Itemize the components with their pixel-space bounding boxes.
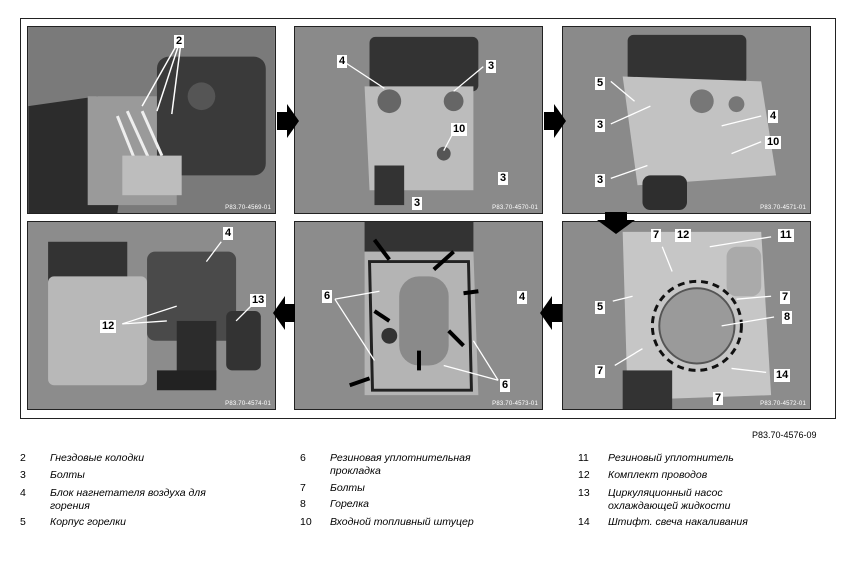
figure-frame	[20, 18, 836, 419]
callout-12: 12	[100, 320, 117, 333]
photo-panel-3: 5 3 4 10 3 P83.70-4571-01	[562, 26, 811, 214]
panel-code: P83.70-4571-01	[760, 205, 806, 211]
callout-10: 10	[451, 123, 468, 136]
callout-13: 13	[250, 294, 267, 307]
connector-photo	[28, 27, 275, 213]
callout-3-right: 3	[498, 172, 509, 185]
callout-6-right: 6	[500, 379, 511, 392]
callout-4: 4	[223, 227, 234, 240]
callout-5: 5	[595, 301, 606, 314]
callout-2: 2	[174, 35, 185, 48]
figure-reference: P83.70-4576-09	[752, 430, 817, 440]
callout-7-top: 7	[651, 229, 662, 242]
callout-7-right: 7	[780, 291, 791, 304]
photo-panel-2: 4 3 10 3 3 P83.70-4570-01	[294, 26, 543, 214]
arrow-right-icon	[544, 104, 566, 138]
callout-7-bottom: 7	[713, 392, 724, 405]
callout-11: 11	[778, 229, 794, 242]
callout-3-bottom: 3	[412, 197, 423, 210]
panel-code: P83.70-4573-01	[492, 401, 538, 407]
callout-6-left: 6	[322, 290, 333, 303]
arrow-left-icon	[273, 296, 295, 330]
panel-code: P83.70-4574-01	[225, 401, 271, 407]
photo-panel-5: 6 4 6 P83.70-4573-01	[294, 221, 543, 410]
arrow-left-icon	[540, 296, 562, 330]
photo-panel-4: 4 13 12 P83.70-4574-01	[27, 221, 276, 410]
callout-12: 12	[675, 229, 692, 242]
callout-3-top: 3	[486, 60, 497, 73]
blower-photo	[295, 27, 542, 213]
callout-5: 5	[595, 77, 606, 90]
callout-3-lower: 3	[595, 174, 606, 187]
burner-photo	[563, 222, 810, 409]
arrow-down-icon	[597, 212, 635, 234]
panel-code: P83.70-4569-01	[225, 205, 271, 211]
callout-10: 10	[765, 136, 782, 149]
arrow-right-icon	[277, 104, 299, 138]
callout-3-upper: 3	[595, 119, 606, 132]
photo-panel-1: 2 P83.70-4569-01	[27, 26, 276, 214]
callout-4: 4	[768, 110, 779, 123]
callout-4: 4	[337, 55, 348, 68]
photo-panel-6: 7 12 11 5 7 8 7 14 7 P83.70-4572-01	[562, 221, 811, 410]
heater-assembly-photo	[28, 222, 275, 409]
callout-7-left: 7	[595, 365, 606, 378]
callout-4: 4	[517, 291, 528, 304]
gasket-photo	[295, 222, 542, 409]
callout-14: 14	[774, 369, 791, 382]
panel-code: P83.70-4570-01	[492, 205, 538, 211]
callout-8: 8	[782, 311, 793, 324]
panel-code: P83.70-4572-01	[760, 401, 806, 407]
